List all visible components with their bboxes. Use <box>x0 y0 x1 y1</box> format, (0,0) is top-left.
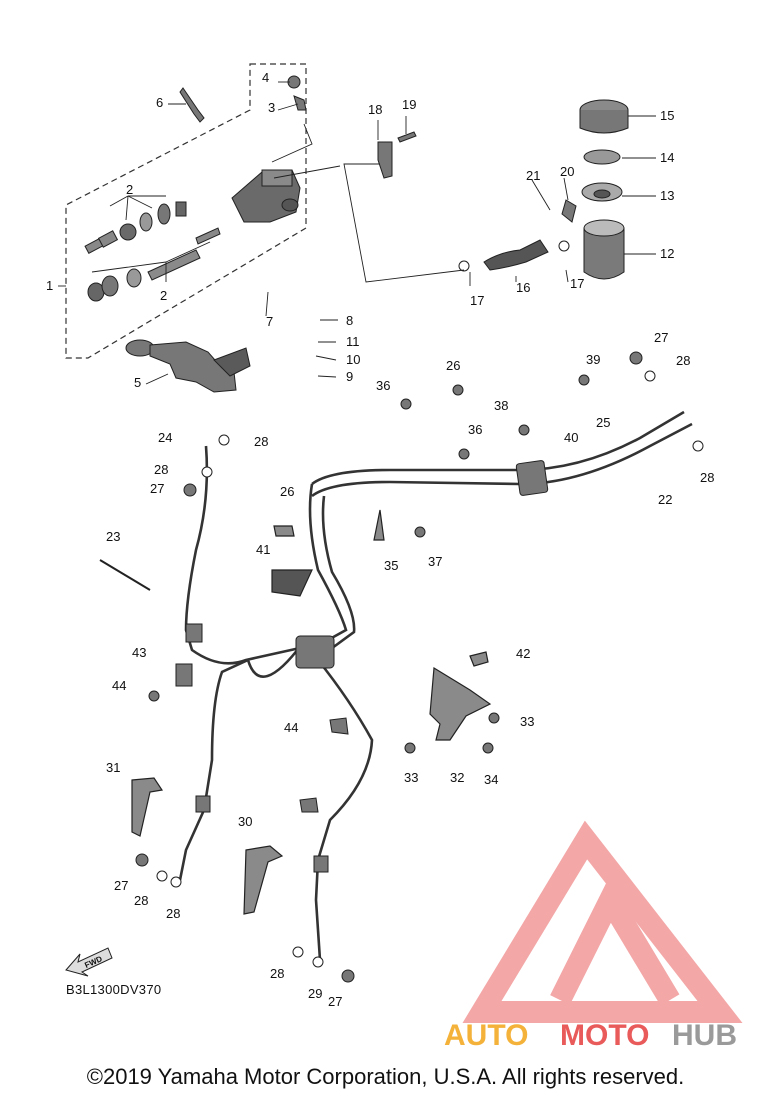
callout-24: 24 <box>158 430 172 445</box>
small-hardware-top <box>179 75 417 179</box>
callout-19: 19 <box>402 97 416 112</box>
callout-34: 34 <box>484 772 498 787</box>
callout-28: 28 <box>154 462 168 477</box>
watermark-text: AUTO MOTO HUB <box>444 1019 737 1052</box>
master-cylinder <box>231 169 301 223</box>
callout-26: 26 <box>280 484 294 499</box>
cable-tie <box>99 559 151 591</box>
reservoir-group <box>458 99 629 280</box>
callout-25: 25 <box>596 415 610 430</box>
svg-text:HUB: HUB <box>672 1019 737 1052</box>
callout-28: 28 <box>676 353 690 368</box>
callout-33: 33 <box>404 770 418 785</box>
callout-26: 26 <box>446 358 460 373</box>
callout-27: 27 <box>150 481 164 496</box>
callout-5: 5 <box>134 375 141 390</box>
callout-27: 27 <box>328 994 342 1009</box>
svg-text:AUTO: AUTO <box>444 1019 528 1052</box>
callout-29: 29 <box>308 986 322 1001</box>
callout-16: 16 <box>516 280 530 295</box>
callout-36: 36 <box>468 422 482 437</box>
callout-17: 17 <box>470 293 484 308</box>
callout-32: 32 <box>450 770 464 785</box>
callout-40: 40 <box>564 430 578 445</box>
callout-17: 17 <box>570 276 584 291</box>
callout-35: 35 <box>384 558 398 573</box>
callout-38: 38 <box>494 398 508 413</box>
callout-30: 30 <box>238 814 252 829</box>
callout-28: 28 <box>700 470 714 485</box>
callout-8: 8 <box>346 313 353 328</box>
callout-41: 41 <box>256 542 270 557</box>
callout-14: 14 <box>660 150 674 165</box>
piston-kit-upper <box>84 201 187 254</box>
callout-42: 42 <box>516 646 530 661</box>
callout-2: 2 <box>126 182 133 197</box>
callout-36: 36 <box>376 378 390 393</box>
callout-31: 31 <box>106 760 120 775</box>
bolts-and-washers <box>135 351 704 983</box>
svg-text:MOTO: MOTO <box>560 1019 649 1052</box>
diagram-code: B3L1300DV370 <box>66 982 161 997</box>
subassembly-box <box>65 63 307 359</box>
fwd-arrow-icon: FWD <box>65 947 113 977</box>
callout-27: 27 <box>654 330 668 345</box>
callout-6: 6 <box>156 95 163 110</box>
callout-15: 15 <box>660 108 674 123</box>
brake-lever <box>125 339 251 393</box>
callout-39: 39 <box>586 352 600 367</box>
callout-44: 44 <box>284 720 298 735</box>
callout-27: 27 <box>114 878 128 893</box>
callout-13: 13 <box>660 188 674 203</box>
callout-11: 11 <box>346 334 360 349</box>
callout-12: 12 <box>660 246 674 261</box>
callout-2: 2 <box>160 288 167 303</box>
watermark-triangle <box>462 820 743 1023</box>
callout-7: 7 <box>266 314 273 329</box>
callout-28: 28 <box>270 966 284 981</box>
callout-28: 28 <box>166 906 180 921</box>
callout-18: 18 <box>368 102 382 117</box>
brackets <box>131 509 492 915</box>
hose-clamps <box>175 460 549 873</box>
callout-3: 3 <box>268 100 275 115</box>
callout-23: 23 <box>106 529 120 544</box>
leader-lines <box>58 81 656 385</box>
callout-33: 33 <box>520 714 534 729</box>
callout-1: 1 <box>46 278 53 293</box>
callout-43: 43 <box>132 645 146 660</box>
callout-44: 44 <box>112 678 126 693</box>
callout-20: 20 <box>560 164 574 179</box>
copyright-notice: ©2019 Yamaha Motor Corporation, U.S.A. A… <box>86 1064 685 1089</box>
callout-22: 22 <box>658 492 672 507</box>
callout-10: 10 <box>346 352 360 367</box>
callout-28: 28 <box>254 434 268 449</box>
callout-28: 28 <box>134 893 148 908</box>
callout-4: 4 <box>262 70 269 85</box>
svg-text:FWD: FWD <box>83 954 104 970</box>
piston-kit-lower <box>87 227 221 302</box>
callout-21: 21 <box>526 168 540 183</box>
callout-37: 37 <box>428 554 442 569</box>
callout-9: 9 <box>346 369 353 384</box>
